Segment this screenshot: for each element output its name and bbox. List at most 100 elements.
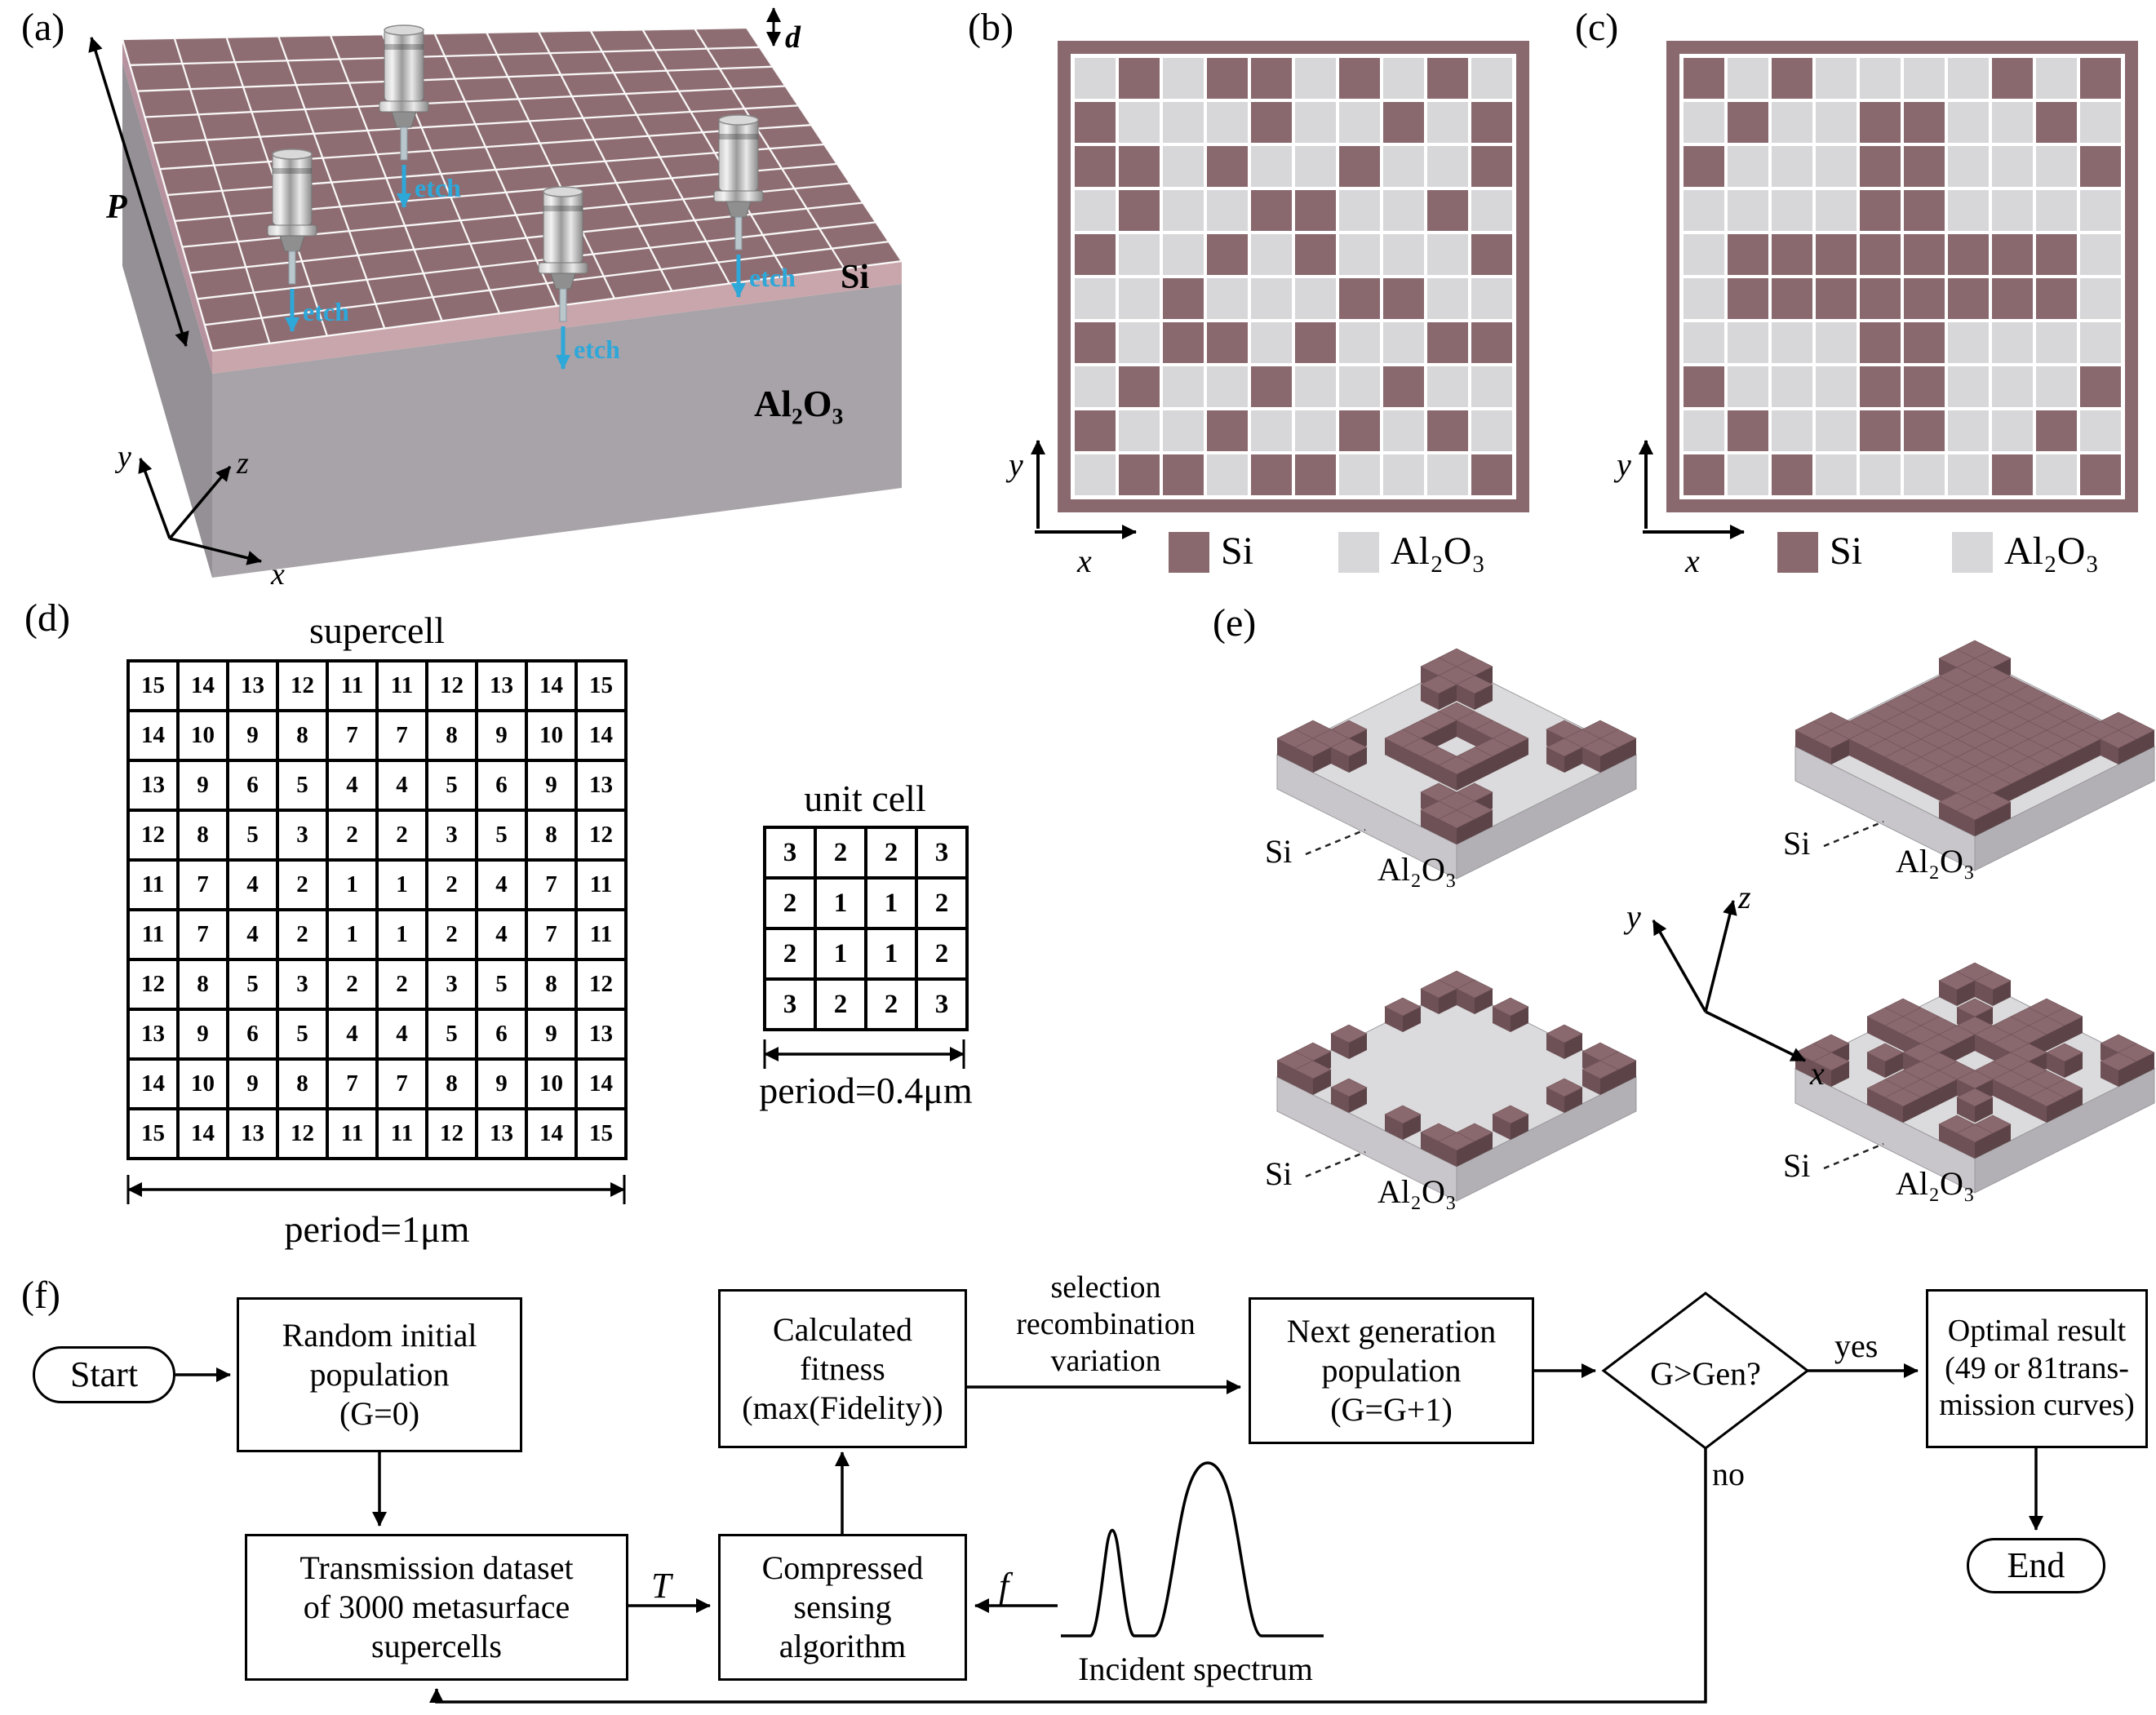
index-cell: 1 [327, 860, 377, 910]
si-cube-top [1294, 738, 1332, 757]
al2o3-cell [1772, 190, 1812, 231]
si-cell [1119, 146, 1160, 187]
flow-text: Transmission dataset [299, 1549, 574, 1586]
al2o3-cell [1948, 146, 1989, 187]
edge-label-selection: selection recombination variation [983, 1270, 1228, 1379]
al2o3-cell [1684, 190, 1724, 231]
al2o3-cell [2036, 58, 2077, 99]
si-cube-left [1885, 1026, 1903, 1051]
c-legend-al2o3-swatch [1952, 532, 1993, 573]
index-cell: 7 [526, 860, 576, 910]
al2o3-cell [2080, 234, 2121, 275]
si-cube-top [1330, 1078, 1368, 1097]
si-cube-left [1421, 685, 1439, 710]
c-legend-si-swatch [1777, 532, 1818, 573]
al2o3-cell [1904, 454, 1945, 495]
drill-chuck [279, 235, 305, 252]
al2o3-cell [1772, 410, 1812, 451]
si-cell [1860, 322, 1901, 363]
al2o3-cell [1163, 58, 1204, 99]
index-cell: 13 [477, 661, 526, 711]
feedback-loop-arrow [429, 1448, 1707, 1704]
si-cell [1904, 410, 1945, 451]
flow-box-compressed-sensing: Compressed sensing algorithm [718, 1534, 967, 1681]
si-cube-left [1582, 747, 1600, 773]
flow-text: (G=G+1) [1330, 1391, 1453, 1428]
si-cell [1471, 322, 1512, 363]
si-cube-right [2083, 739, 2101, 764]
si-cube-left [1975, 1035, 1993, 1060]
si-cell [1816, 234, 1857, 275]
al2o3-cell [1684, 102, 1724, 143]
al2o3-cell [1295, 102, 1336, 143]
a-axis-x [169, 537, 262, 565]
si-cube-right [1600, 1070, 1618, 1095]
index-cell: 8 [526, 959, 576, 1009]
al2o3-cell [1075, 190, 1116, 231]
index-cell: 5 [477, 810, 526, 860]
si-cube-left [1439, 819, 1457, 844]
si-cube-top [1546, 1024, 1583, 1044]
drill-chuck [550, 273, 576, 290]
index-cell: 5 [228, 810, 277, 860]
si-cube-right [2118, 1061, 2136, 1087]
e-axis-x-label: x [1810, 1055, 1825, 1092]
tile4-al2o3-label: Al₂O₃ [1896, 1165, 1975, 1202]
unitcell-title: unit cell [804, 778, 926, 819]
si-cube-left [1546, 1034, 1564, 1059]
al2o3-cell [1163, 146, 1204, 187]
si-cube-top [1956, 801, 1994, 821]
panel-a-tag: (a) [21, 6, 65, 49]
al2o3-cell [1728, 58, 1768, 99]
al2o3-cell [1383, 58, 1424, 99]
si-cube-right [2029, 766, 2047, 791]
al2o3-cell [2080, 322, 2121, 363]
index-cell: 7 [178, 910, 228, 959]
index-cell: 6 [228, 760, 277, 810]
si-cube-right [1511, 738, 1528, 764]
si-cube-left [1813, 739, 1831, 764]
si-cell [1684, 58, 1724, 99]
index-cell: 2 [866, 979, 916, 1030]
al2o3-cell [1075, 58, 1116, 99]
al2o3-cell [1728, 146, 1768, 187]
si-cube-left [1331, 747, 1349, 773]
index-cell: 2 [277, 860, 327, 910]
al2o3-slab-right [1974, 746, 2155, 871]
tile3-si-label: Si [1265, 1155, 1293, 1192]
e-axis-z [1704, 900, 1737, 1013]
al2o3-cell [1948, 322, 1989, 363]
index-cell: 1 [377, 910, 427, 959]
e-axis-z-label: z [1738, 879, 1751, 915]
si-cell [1728, 234, 1768, 275]
flow-text: Optimal result [1947, 1314, 2127, 1349]
al2o3-cell [1992, 190, 2033, 231]
si-cube-right [1564, 1034, 1582, 1059]
index-cell: 12 [427, 1109, 477, 1159]
si-cube-left [1885, 1097, 1903, 1123]
si-cube-left [1457, 720, 1475, 746]
si-cube-left [1849, 739, 1867, 764]
index-cell: 8 [526, 810, 576, 860]
si-cell [1075, 410, 1116, 451]
si-cube-right [1403, 1007, 1421, 1032]
si-cube-left [1493, 1007, 1511, 1032]
si-cell [1904, 366, 1945, 407]
panel-c-tag: (c) [1575, 6, 1619, 49]
thickness-d-label: d [785, 20, 801, 55]
si-cube-left [1939, 802, 1957, 827]
al2o3-cell [1119, 102, 1160, 143]
si-cell [1816, 278, 1857, 319]
index-cell: 4 [377, 760, 427, 810]
panel-e-tag: (e) [1213, 601, 1257, 645]
drill-tip [734, 216, 743, 250]
al2o3-cell [1295, 278, 1336, 319]
si-cell [1904, 322, 1945, 363]
si-cell [1684, 454, 1724, 495]
index-cell: 13 [228, 661, 277, 711]
si-cube-right [2047, 1097, 2065, 1123]
index-cell: 3 [277, 810, 327, 860]
si-cell [1383, 102, 1424, 143]
index-cell: 9 [526, 1009, 576, 1059]
supercell-title: supercell [308, 609, 446, 651]
